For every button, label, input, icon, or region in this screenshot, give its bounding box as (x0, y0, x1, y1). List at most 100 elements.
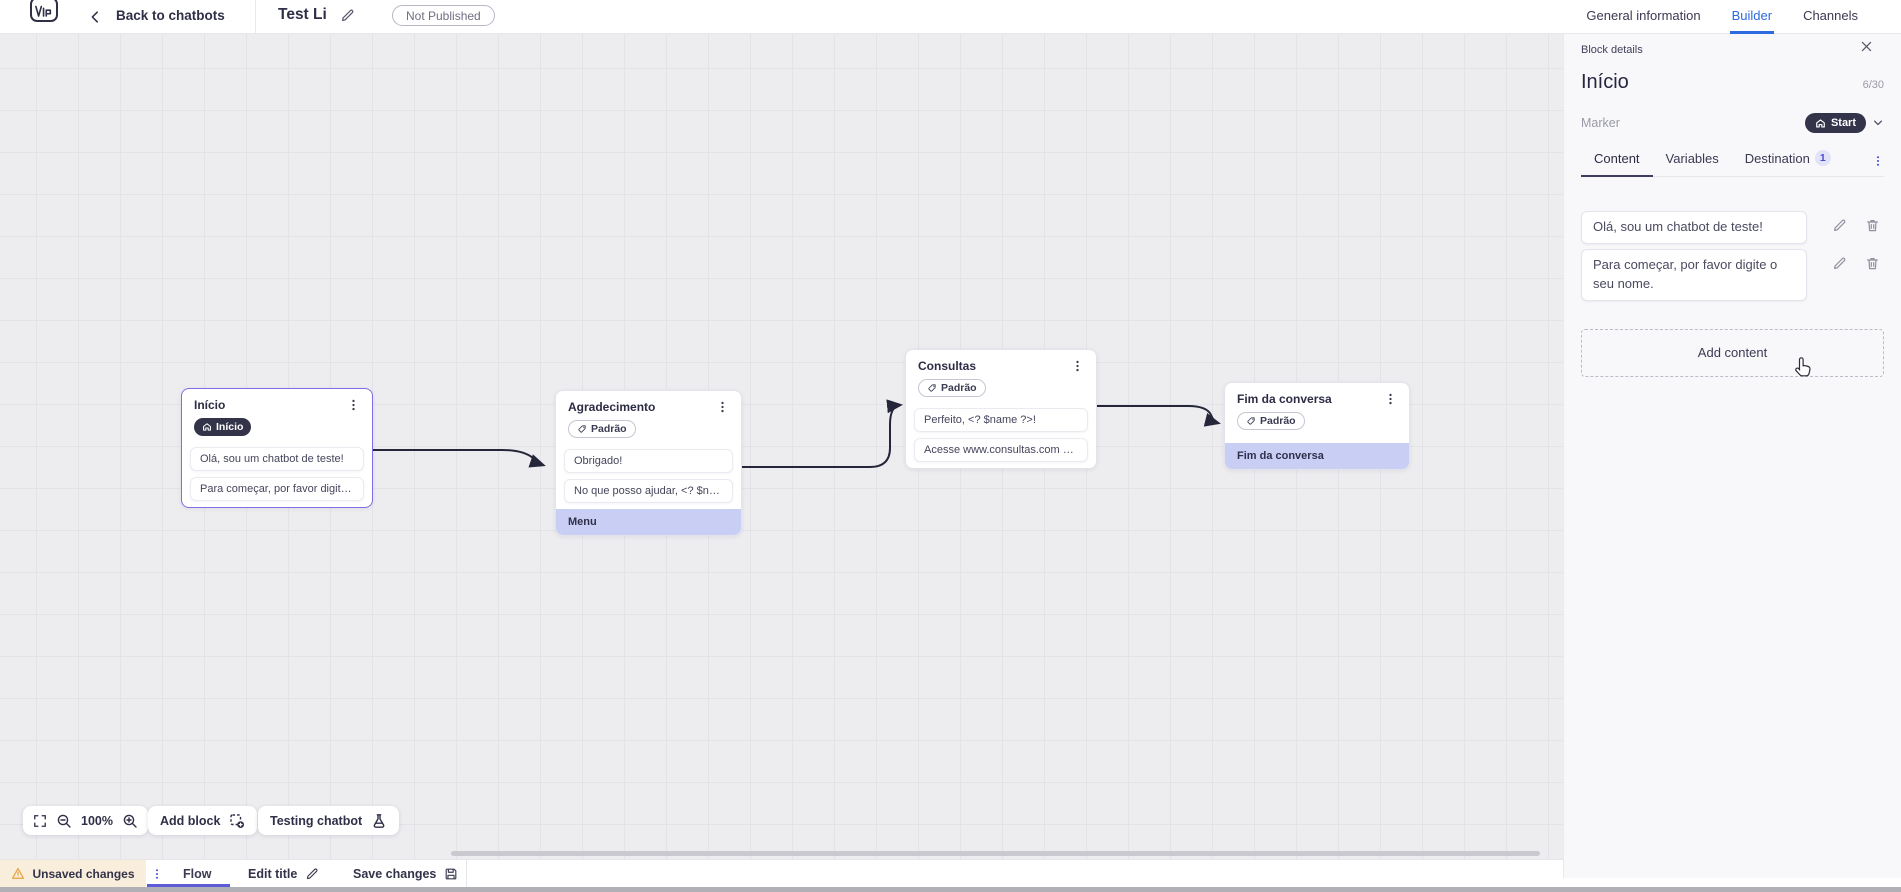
unsaved-changes-badge: Unsaved changes (0, 860, 146, 887)
panel-options-kebab-icon[interactable] (1872, 154, 1884, 168)
tag-icon (577, 424, 587, 434)
edit-message-icon[interactable] (1832, 256, 1847, 271)
block-message-row[interactable]: Acesse www.consultas.com par... (914, 438, 1088, 462)
block-tag-row: Início (182, 412, 372, 447)
edit-title-label: Edit title (248, 866, 298, 881)
content-row: Olá, sou um chatbot de teste! (1581, 211, 1884, 244)
marker-start-pill[interactable]: Start (1804, 113, 1866, 133)
block-kebab-icon[interactable] (1384, 392, 1397, 406)
top-tab-channels[interactable]: Channels (1803, 8, 1858, 23)
edit-message-icon[interactable] (1832, 218, 1847, 233)
block-title: Fim da conversa (1237, 392, 1332, 406)
fullscreen-icon[interactable] (33, 814, 47, 828)
block-tag-row: Padrão (1225, 406, 1409, 441)
add-block-icon (229, 813, 245, 829)
horizontal-scrollbar[interactable] (451, 851, 1540, 856)
top-bar: Back to chatbots Test Li Not Published G… (0, 0, 1901, 34)
testing-chatbot-label: Testing chatbot (270, 813, 363, 828)
tag-icon (1246, 416, 1256, 426)
home-icon (202, 422, 212, 432)
bottom-bar: Unsaved changes Flow Edit title Save cha… (0, 859, 1563, 887)
zoom-in-icon[interactable] (122, 813, 138, 829)
flask-icon (371, 813, 387, 829)
panel-tab-label: Variables (1665, 151, 1719, 166)
back-to-chatbots-link[interactable]: Back to chatbots (116, 8, 225, 23)
block-tag-label: Padrão (1260, 415, 1296, 427)
block-action-row[interactable]: Fim da conversa (1225, 443, 1409, 469)
block-tag-padrão: Padrão (918, 379, 986, 397)
block-title: Agradecimento (568, 400, 656, 414)
canvas-zoom-toolbar: 100% (23, 806, 148, 835)
marker-value: Start (1830, 117, 1856, 129)
block-title: Consultas (918, 359, 977, 373)
zoom-out-icon[interactable] (56, 813, 72, 829)
block-message-row[interactable]: Para começar, por favor digite o ... (190, 477, 364, 501)
block-message-row[interactable]: Obrigado! (564, 449, 733, 473)
block-message-row[interactable]: No que posso ajudar, <? $name ... (564, 479, 733, 503)
message-text-field[interactable]: Para começar, por favor digite o seu nom… (1581, 248, 1807, 301)
message-text-field[interactable]: Olá, sou um chatbot de teste! (1581, 211, 1807, 244)
edit-title-button[interactable]: Edit title (248, 860, 319, 887)
pencil-icon (305, 867, 319, 881)
flow-tab-label: Flow (183, 866, 212, 881)
add-block-button[interactable]: Add block (148, 806, 258, 835)
back-chevron-icon[interactable] (88, 9, 102, 25)
tab-flow[interactable]: Flow (183, 860, 211, 887)
block-kebab-icon[interactable] (1071, 359, 1084, 373)
content-list: Olá, sou um chatbot de teste! Para começa… (1581, 211, 1884, 301)
block-tag-row: Padrão (556, 414, 741, 449)
delete-message-icon[interactable] (1865, 218, 1880, 233)
block-tag-padrão: Padrão (568, 420, 636, 438)
block-message-row[interactable]: Perfeito, <? $name ?>! (914, 408, 1088, 432)
add-block-label: Add block (160, 813, 221, 828)
block-tag-label: Início (216, 421, 244, 433)
destination-count-badge: 1 (1814, 150, 1831, 166)
block-tag-padrão: Padrão (1237, 412, 1305, 430)
unsaved-changes-label: Unsaved changes (32, 866, 135, 881)
block-kebab-icon[interactable] (716, 400, 729, 414)
top-tab-general-information[interactable]: General information (1586, 8, 1701, 23)
flow-options-kebab-icon[interactable] (151, 867, 163, 881)
close-icon[interactable] (1860, 40, 1873, 53)
add-content-button[interactable]: Add content (1581, 328, 1884, 377)
testing-chatbot-button[interactable]: Testing chatbot (258, 806, 400, 835)
name-char-counter: 6/30 (1862, 79, 1884, 91)
topbar-divider (255, 0, 256, 34)
panel-tab-content[interactable]: Content (1581, 151, 1653, 177)
flow-tab-underline (147, 884, 230, 887)
panel-tab-variables[interactable]: Variables (1653, 151, 1732, 177)
block-tag-row: Padrão (906, 373, 1096, 408)
home-icon (1815, 118, 1826, 129)
delete-message-icon[interactable] (1865, 256, 1880, 271)
panel-tab-label: Content (1594, 151, 1640, 166)
block-kebab-icon[interactable] (347, 398, 360, 412)
block-message-row[interactable]: Olá, sou um chatbot de teste! (190, 447, 364, 471)
block-tag-início: Início (194, 418, 252, 436)
block-action-row[interactable]: Menu (556, 509, 741, 535)
marker-label: Marker (1581, 116, 1620, 130)
panel-header: Block details (1581, 44, 1643, 56)
chevron-down-icon[interactable] (1872, 117, 1884, 129)
warning-icon (11, 867, 25, 880)
block-tag-label: Padrão (941, 382, 977, 394)
edit-title-pencil-icon[interactable] (340, 8, 355, 23)
tag-icon (927, 383, 937, 393)
window-bottom-strip (0, 887, 1901, 892)
panel-tab-label: Destination (1744, 150, 1810, 166)
block-name-input[interactable]: Início (1581, 71, 1629, 93)
status-badge: Not Published (392, 5, 495, 26)
block-tag-label: Padrão (591, 423, 627, 435)
app-logo (30, 0, 58, 22)
block-details-panel: Block details Início 6/30 Marker Start C… (1563, 34, 1901, 878)
save-icon (444, 867, 458, 881)
top-tab-builder[interactable]: Builder (1729, 0, 1775, 34)
save-changes-button[interactable]: Save changes (353, 860, 458, 887)
top-tabs: General information Builder Channels (1584, 0, 1860, 34)
